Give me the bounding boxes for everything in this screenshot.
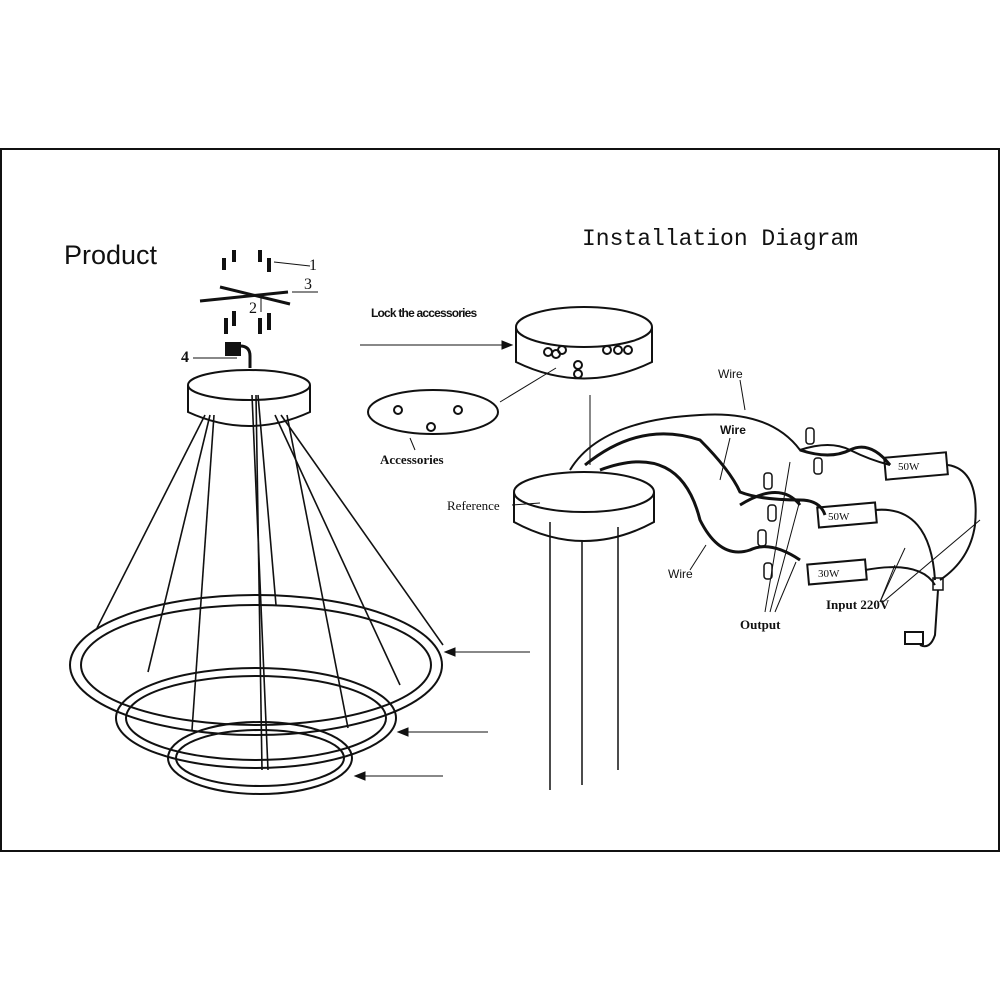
driver-50w-top: 50W: [898, 461, 920, 473]
suspension-cables: [96, 394, 444, 771]
callout-1: 1: [309, 257, 317, 274]
output-label: Output: [740, 617, 781, 632]
drivers: [806, 451, 949, 586]
installation-title: Installation Diagram: [582, 226, 859, 252]
driver-30w: 30W: [818, 568, 840, 580]
driver-50w-middle: 50W: [828, 511, 850, 523]
product-canopy: [187, 369, 311, 427]
wire-label-bottom: Wire: [668, 567, 693, 581]
frame-border: [0, 148, 1000, 852]
wire-label-middle: Wire: [720, 423, 746, 437]
callout-3: 3: [304, 276, 312, 293]
lock-accessories-label: Lock the accessories: [371, 306, 477, 320]
callout-2: 2: [249, 300, 257, 317]
accessory-canopy: [515, 306, 653, 380]
product-title: Product: [64, 240, 158, 270]
callout-4: 4: [181, 349, 189, 366]
cross-bracket: [199, 285, 291, 306]
wiring: [569, 413, 977, 648]
reference-canopy: [513, 395, 655, 790]
label-pointers: [409, 379, 981, 613]
reference-label: Reference: [447, 498, 500, 513]
connector-block: [225, 342, 252, 368]
wire-label-top: Wire: [718, 367, 743, 381]
product-rings: [69, 594, 443, 795]
callout-lines: [193, 261, 318, 359]
ring-pointer-arrows: [353, 340, 530, 781]
mounting-screws: [222, 250, 271, 334]
accessory-plate: [367, 367, 557, 435]
input-label: Input 220V: [826, 597, 890, 612]
accessories-label: Accessories: [380, 452, 444, 467]
